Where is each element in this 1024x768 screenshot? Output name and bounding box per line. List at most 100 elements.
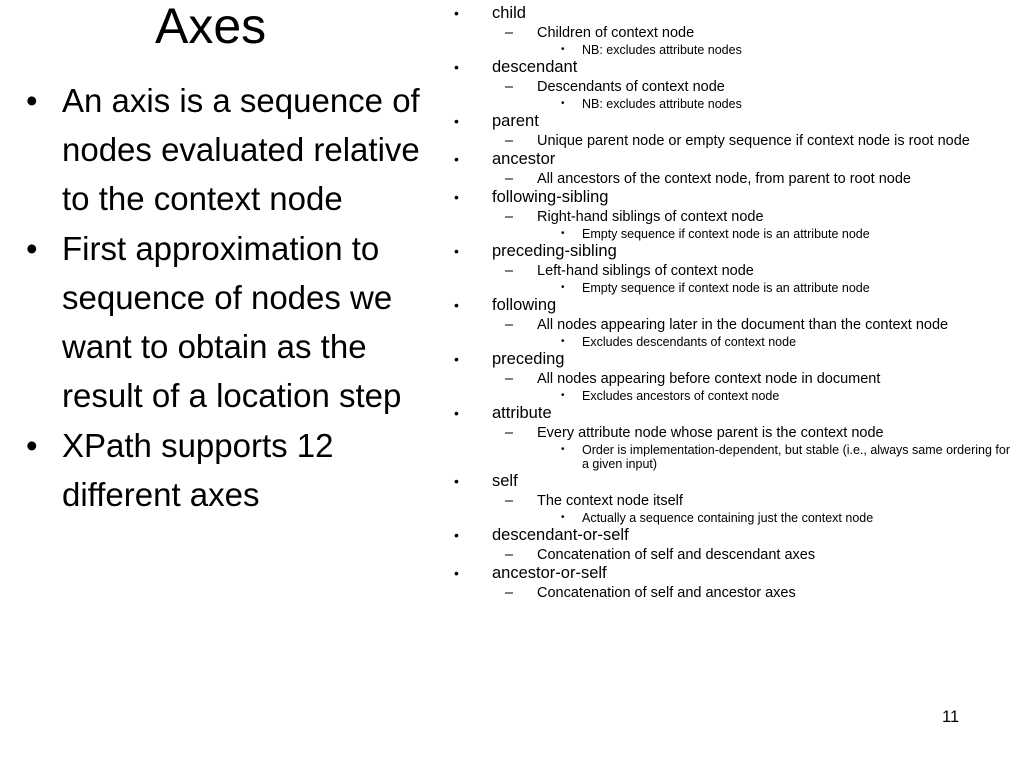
axis-name-row: • descendant	[450, 57, 1010, 77]
slide-title: Axes	[155, 0, 267, 54]
axis-description: Concatenation of self and descendant axe…	[537, 547, 816, 563]
axis-name: descendant-or-self	[492, 526, 629, 544]
axis-note: Empty sequence if context node is an att…	[582, 227, 870, 241]
intro-bullet: •First approximation to sequence of node…	[24, 224, 434, 420]
bullet-dot-icon: •	[454, 565, 459, 581]
axis-description-row: – Unique parent node or empty sequence if…	[450, 133, 1010, 149]
axis-item: •child –Children of context node • NB: excl…	[450, 3, 1010, 57]
axis-name: parent	[492, 112, 539, 130]
axis-description: Left-hand siblings of context node	[537, 263, 754, 279]
axis-item: •parent – Unique parent node or empty sequ…	[450, 111, 1010, 149]
axis-description: All nodes appearing before context node …	[537, 371, 881, 387]
bullet-dot-icon: •	[454, 243, 459, 259]
intro-bullet: •XPath supports 12 different axes	[24, 421, 434, 519]
axis-item: • attribute – Every attribute node whose pa…	[450, 403, 1010, 471]
axis-description-row: – All ancestors of the context node, from…	[450, 171, 1010, 187]
axis-item: • ancestor-or-self – Concatenation of self …	[450, 563, 1010, 601]
axis-note: NB: excludes attribute nodes	[582, 97, 742, 111]
axis-item: • self –The context node itself •Actually a…	[450, 471, 1010, 525]
axis-description: All nodes appearing later in the documen…	[537, 317, 949, 333]
axis-name-row: •preceding-sibling	[450, 241, 1010, 261]
dash-bullet-icon: –	[505, 425, 514, 441]
axis-name-row: •child	[450, 3, 1010, 23]
axis-note-row: •Empty sequence if context node is an at…	[450, 281, 1010, 295]
axis-description-row: – Every attribute node whose parent is th…	[450, 425, 1010, 441]
axis-description-row: – Concatenation of self and descendant ax…	[450, 547, 1010, 563]
axis-description-row: – Right-hand siblings of context node	[450, 209, 1010, 225]
axis-item: •preceding-sibling – Left-hand siblings of…	[450, 241, 1010, 295]
small-bullet-icon: •	[561, 98, 565, 109]
axis-name: following-sibling	[492, 188, 609, 206]
axis-name: self	[492, 472, 518, 490]
axes-list: •child –Children of context node • NB: excl…	[450, 3, 1010, 601]
dash-bullet-icon: –	[505, 209, 514, 225]
axis-note-row: •Excludes ancestors of context node	[450, 389, 1010, 403]
axis-name: attribute	[492, 404, 552, 422]
dash-bullet-icon: –	[505, 133, 514, 149]
axis-name-row: • descendant-or-self	[450, 525, 1010, 545]
dash-bullet-icon: –	[505, 79, 514, 95]
axis-name-row: •parent	[450, 111, 1010, 131]
axis-item: • following-sibling – Right-hand siblings o…	[450, 187, 1010, 241]
small-bullet-icon: •	[561, 336, 565, 347]
bullet-dot-icon: •	[26, 427, 38, 464]
axis-name: descendant	[492, 58, 578, 76]
axis-name: ancestor-or-self	[492, 564, 607, 582]
intro-bullet-list: •An axis is a sequence of nodes evaluate…	[24, 76, 434, 520]
dash-bullet-icon: –	[505, 547, 514, 563]
dash-bullet-icon: –	[505, 263, 514, 279]
bullet-dot-icon: •	[454, 151, 459, 167]
dash-bullet-icon: –	[505, 25, 514, 41]
axis-note: Order is implementation-dependent, but s…	[582, 443, 1010, 471]
axis-item: • descendant-or-self – Concatenation of sel…	[450, 525, 1010, 563]
axis-description: Concatenation of self and ancestor axes	[537, 585, 796, 601]
axis-description-row: –The context node itself	[450, 493, 1010, 509]
axis-name-row: • self	[450, 471, 1010, 491]
axis-description-row: – All nodes appearing later in the docume…	[450, 317, 1010, 333]
bullet-dot-icon: •	[454, 59, 459, 75]
small-bullet-icon: •	[561, 228, 565, 239]
small-bullet-icon: •	[561, 44, 565, 55]
bullet-dot-icon: •	[454, 473, 459, 489]
axis-description: Descendants of context node	[537, 79, 725, 95]
axis-name: preceding	[492, 350, 565, 368]
bullet-dot-icon: •	[454, 527, 459, 543]
axis-note-row: •Excludes descendants of context node	[450, 335, 1010, 349]
axis-description: Right-hand siblings of context node	[537, 209, 764, 225]
axis-description: Unique parent node or empty sequence if …	[537, 133, 970, 149]
axis-name: ancestor	[492, 150, 556, 168]
bullet-dot-icon: •	[454, 297, 459, 313]
axis-note: Actually a sequence containing just the …	[582, 511, 874, 525]
axis-name-row: • ancestor	[450, 149, 1010, 169]
small-bullet-icon: •	[561, 444, 565, 455]
dash-bullet-icon: –	[505, 171, 514, 187]
dash-bullet-icon: –	[505, 493, 514, 509]
axis-description-row: – Concatenation of self and ancestor axes	[450, 585, 1010, 601]
axis-note: Empty sequence if context node is an att…	[582, 281, 870, 295]
axis-description-row: –Children of context node	[450, 25, 1010, 41]
axis-note-row: • NB: excludes attribute nodes	[450, 43, 1010, 57]
intro-bullet-text: First approximation to sequence of nodes…	[62, 230, 402, 414]
axis-note: NB: excludes attribute nodes	[582, 43, 742, 57]
small-bullet-icon: •	[561, 390, 565, 401]
axis-name-row: •following	[450, 295, 1010, 315]
axis-description-row: – Left-hand siblings of context node	[450, 263, 1010, 279]
axis-note-row: • Order is implementation-dependent, but …	[450, 443, 1010, 471]
axis-item: • descendant – Descendants of context node •…	[450, 57, 1010, 111]
bullet-dot-icon: •	[454, 405, 459, 421]
axis-description: Every attribute node whose parent is the…	[537, 425, 884, 441]
bullet-dot-icon: •	[454, 5, 459, 21]
bullet-dot-icon: •	[26, 82, 38, 119]
bullet-dot-icon: •	[454, 189, 459, 205]
axis-name-row: • ancestor-or-self	[450, 563, 1010, 583]
page-number: 11	[942, 708, 960, 726]
axis-description-row: – Descendants of context node	[450, 79, 1010, 95]
axis-item: • preceding –All nodes appearing before co…	[450, 349, 1010, 403]
axis-description: All ancestors of the context node, from …	[537, 171, 911, 187]
axis-item: • ancestor – All ancestors of the context n…	[450, 149, 1010, 187]
axis-name-row: • following-sibling	[450, 187, 1010, 207]
dash-bullet-icon: –	[505, 317, 514, 333]
axis-note-row: •Actually a sequence containing just the…	[450, 511, 1010, 525]
axis-description-row: –All nodes appearing before context node…	[450, 371, 1010, 387]
dash-bullet-icon: –	[505, 585, 514, 601]
